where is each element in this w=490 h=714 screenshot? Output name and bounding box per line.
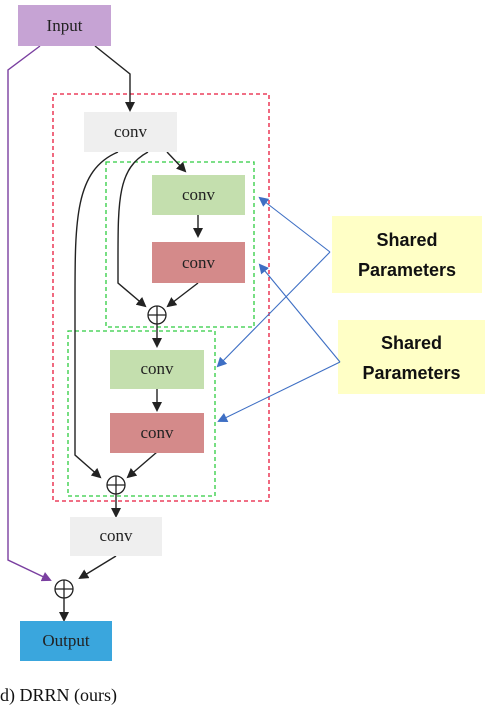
pointer-1-to-conv-a2	[216, 251, 331, 368]
pointer-2-to-conv-b1	[258, 263, 341, 363]
conv-node-a2: conv	[110, 350, 204, 389]
conv-node-bottom: conv	[70, 517, 162, 556]
conv-a2-label: conv	[140, 359, 174, 378]
residual-unit-2-frame	[67, 330, 216, 497]
arrow-conv-b1-to-sum1	[166, 282, 199, 308]
sum-node-3	[54, 579, 74, 599]
input-label: Input	[47, 16, 83, 35]
recursive-block-frame	[52, 93, 270, 502]
arrow-conv-bottom-to-sum3	[78, 555, 117, 580]
callout-2-line2: Parameters	[362, 363, 460, 383]
pointer-2-to-conv-b2	[217, 361, 341, 422]
shared-parameters-callout-2: Shared Parameters	[338, 320, 485, 394]
pointer-1-to-conv-a1	[258, 196, 331, 253]
callout-1-line1: Shared	[376, 230, 437, 250]
sum-node-1	[147, 305, 167, 325]
shared-parameters-callout-1: Shared Parameters	[332, 216, 482, 293]
conv-node-b2: conv	[110, 413, 204, 453]
callout-pointers	[216, 196, 341, 422]
conv-b2-label: conv	[140, 423, 174, 442]
callout-2-line1: Shared	[381, 333, 442, 353]
arrow-conv-b2-to-sum2	[126, 451, 158, 479]
skip-conv-to-sum1	[117, 151, 149, 308]
conv-top-label: conv	[114, 122, 148, 141]
output-node: Output	[20, 621, 112, 661]
conv-b1-label: conv	[182, 253, 216, 272]
conv-bottom-label: conv	[99, 526, 133, 545]
global-skip-connection	[7, 45, 52, 582]
arrow-input-to-conv	[94, 45, 135, 112]
conv-node-b1: conv	[152, 242, 245, 283]
output-label: Output	[42, 631, 90, 650]
conv-a1-label: conv	[182, 185, 216, 204]
sum-node-2	[106, 475, 126, 495]
figure-caption: d) DRRN (ours)	[0, 685, 117, 706]
arrow-conv-to-conv-a1	[166, 151, 187, 173]
connectors	[59, 45, 203, 622]
input-node: Input	[18, 5, 111, 46]
callout-1-line2: Parameters	[358, 260, 456, 280]
conv-node-a1: conv	[152, 175, 245, 215]
conv-node-top: conv	[84, 112, 177, 152]
skip-conv-to-sum2	[74, 151, 119, 479]
